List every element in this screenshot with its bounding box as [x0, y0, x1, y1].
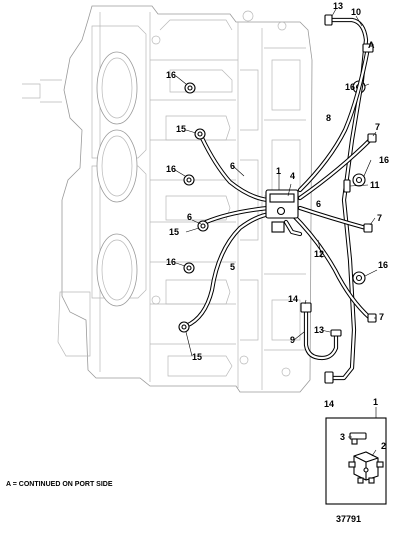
- callout-6-right: 6: [316, 199, 321, 209]
- callout-13-top: 13: [333, 1, 343, 11]
- callout-6-upper: 6: [230, 161, 235, 171]
- callout-16-upper-right: 16: [345, 82, 355, 92]
- callout-9: 9: [290, 335, 295, 345]
- callout-13-lower: 13: [314, 325, 324, 335]
- cylinder-bore-middle: [96, 129, 138, 203]
- callout-8: 8: [326, 113, 331, 123]
- callout-4: 4: [290, 171, 295, 181]
- callout-1-main: 1: [276, 166, 281, 176]
- distribution-block: [265, 189, 299, 233]
- fitting-11: [343, 179, 351, 193]
- fitting-13-b: [330, 329, 342, 337]
- callout-a: A: [368, 40, 375, 50]
- fitting-7-a: [367, 133, 377, 143]
- bolt-16-c: [183, 262, 195, 274]
- bolt-16-e: [352, 173, 366, 187]
- inset-block-2: [348, 451, 384, 484]
- callout-16-mid-left: 16: [166, 164, 176, 174]
- callout-1-inset: 1: [373, 397, 378, 407]
- fuel-hoses: [183, 17, 375, 381]
- callout-11: 11: [370, 180, 380, 190]
- callout-7-mid: 7: [377, 213, 382, 223]
- bolt-16-f: [352, 271, 366, 285]
- fittings: [178, 14, 377, 384]
- callout-15-top: 15: [176, 124, 186, 134]
- inset-fitting-3: [349, 432, 367, 445]
- bolt-16-b: [183, 174, 195, 186]
- inset-detail: [325, 407, 387, 505]
- leader-lines: [174, 8, 378, 357]
- callout-7-bottom: 7: [379, 312, 384, 322]
- clamp-15-b: [197, 220, 209, 232]
- callouts: 13 10 A 16 16 8 15 7 6 1 4 16 16 11 6 7 …: [166, 1, 389, 451]
- callout-6-left: 6: [187, 212, 192, 222]
- figure-number: 37791: [336, 514, 361, 524]
- callout-7-top: 7: [375, 122, 380, 132]
- bolt-16-a: [184, 82, 196, 94]
- cylinder-bore-bottom: [96, 233, 138, 307]
- callout-16-lower-right: 16: [378, 260, 388, 270]
- fitting-a: [362, 43, 374, 53]
- callout-14-bottom: 14: [324, 399, 334, 409]
- callout-3: 3: [340, 432, 345, 442]
- clamp-15-c: [178, 321, 190, 333]
- callout-12: 12: [314, 249, 324, 259]
- callout-16-upper-left: 16: [166, 70, 176, 80]
- cylinder-bore-top: [96, 51, 138, 125]
- fitting-14-a: [300, 302, 312, 313]
- callout-16-lower-left: 16: [166, 257, 176, 267]
- fitting-7-b: [363, 223, 373, 233]
- footnote-text: A = CONTINUED ON PORT SIDE: [6, 481, 113, 488]
- callout-2: 2: [381, 441, 386, 451]
- clamp-15-a: [194, 128, 206, 140]
- callout-10: 10: [351, 7, 361, 17]
- callout-15-bottom: 15: [192, 352, 202, 362]
- callout-15-mid: 15: [169, 227, 179, 237]
- engine-block: [22, 5, 313, 393]
- fitting-14-b: [324, 371, 334, 384]
- callout-5: 5: [230, 262, 235, 272]
- bolts: [183, 80, 366, 285]
- callout-14-mid: 14: [288, 294, 298, 304]
- callout-16-mid-right: 16: [379, 155, 389, 165]
- fitting-top-left: [324, 14, 333, 26]
